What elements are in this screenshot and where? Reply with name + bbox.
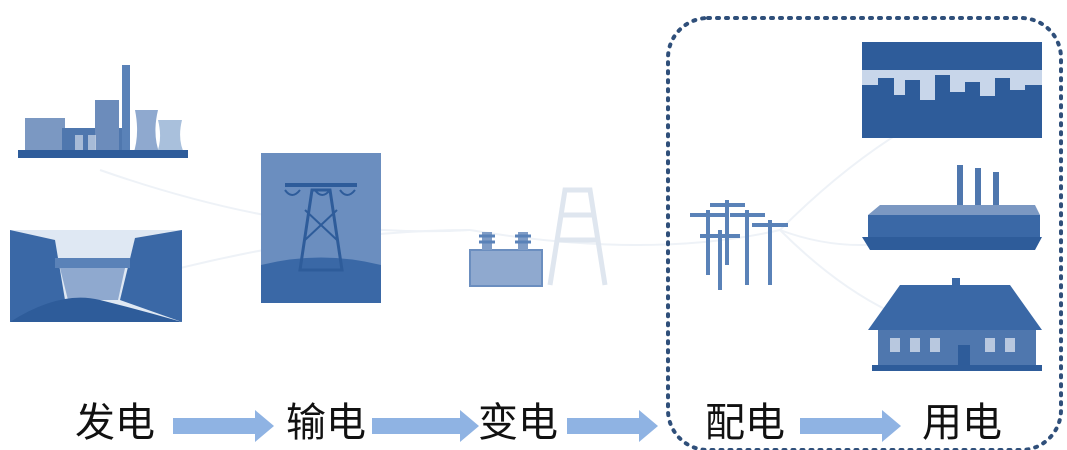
arrow-transformation-to-distribution	[567, 410, 658, 442]
hydro-dam-icon	[10, 230, 182, 322]
house-icon	[868, 278, 1042, 371]
distribution-consumption-group-border	[666, 16, 1063, 450]
distribution-poles-icon	[690, 200, 788, 290]
faint-lattice-tower-icon	[547, 187, 608, 286]
arrow-transmission-to-transformation	[372, 410, 479, 442]
arrow-generation-to-transmission	[173, 410, 274, 442]
power-plant-icon	[18, 65, 188, 158]
transmission-tower-icon	[261, 153, 381, 303]
stage-label-distribution: 配电	[705, 400, 785, 446]
background-lines	[99, 109, 941, 331]
arrow-distribution-to-consumption	[800, 410, 901, 442]
stage-label-transformation: 变电	[478, 400, 558, 446]
stage-label-generation: 发电	[75, 400, 155, 446]
city-skyline-icon	[862, 42, 1042, 138]
transformer-icon	[469, 232, 543, 287]
stage-label-transmission: 输电	[286, 400, 366, 446]
factory-icon	[862, 165, 1042, 250]
stage-label-consumption: 用电	[922, 400, 1002, 446]
